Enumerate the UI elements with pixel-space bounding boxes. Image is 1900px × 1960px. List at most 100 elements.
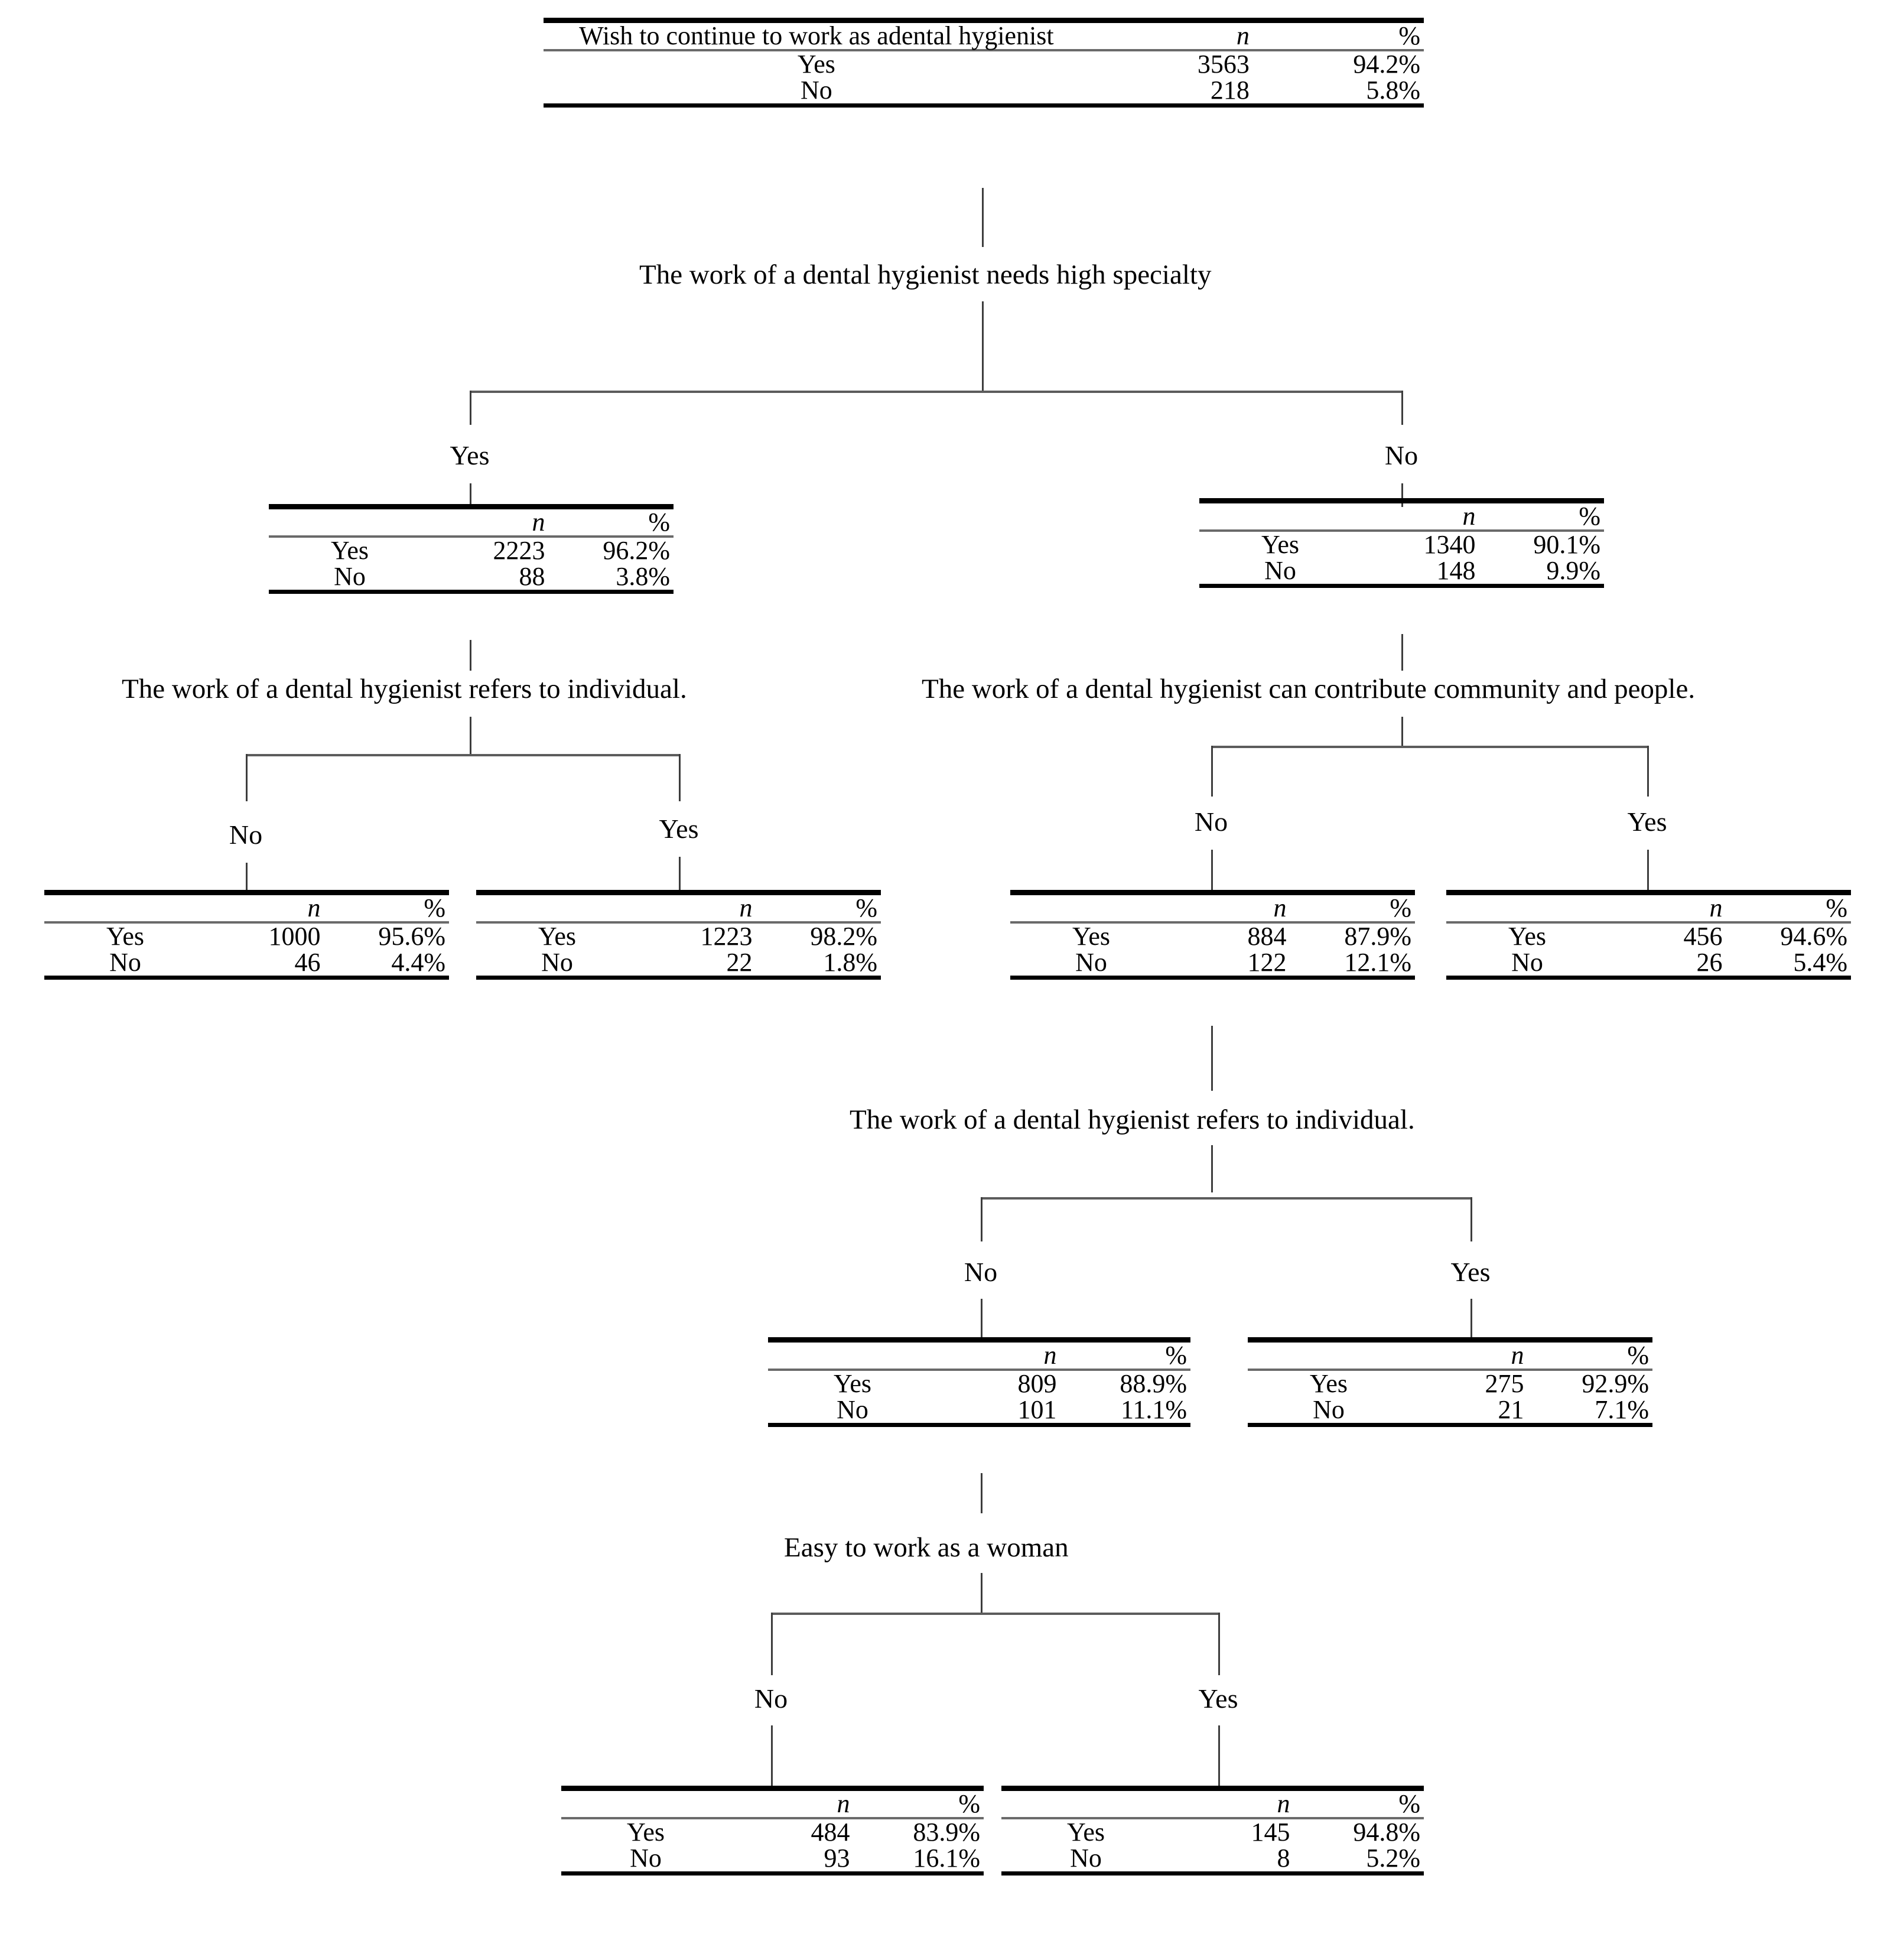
rule <box>561 1871 984 1876</box>
branch-label-l3-yes: Yes <box>1450 1257 1491 1287</box>
row-n: 26 <box>1696 948 1723 977</box>
row-pct: 5.4% <box>1793 948 1847 977</box>
row-label: Yes <box>1309 1369 1348 1398</box>
connector-root-to-split1 <box>982 188 984 247</box>
row-pct: 92.9% <box>1582 1369 1649 1398</box>
row-n: 101 <box>1017 1395 1057 1424</box>
row-label: Yes <box>833 1369 872 1398</box>
node-table-header: n % <box>1010 895 1415 921</box>
row-label: Yes <box>1508 922 1547 951</box>
row-label: No <box>109 948 141 977</box>
node-l1-yes: n % Yes 2223 96.2% No 88 3.8% <box>269 504 674 594</box>
rule <box>1248 1337 1652 1343</box>
table-row: No 101 11.1% <box>768 1397 1190 1423</box>
row-n: 484 <box>811 1818 850 1847</box>
row-n: 275 <box>1485 1369 1524 1398</box>
connector-l3-yes-stem <box>1470 1299 1472 1340</box>
connector-split3-bar <box>981 1197 1472 1200</box>
table-header-row: n % <box>476 895 881 921</box>
split-question-2-right: The work of a dental hygienist can contr… <box>922 674 1696 704</box>
connector-split3-right-drop <box>1470 1197 1472 1241</box>
table-row: Yes 1340 90.1% <box>1199 532 1604 558</box>
rule <box>1010 976 1415 980</box>
table-row: No 148 9.9% <box>1199 558 1604 584</box>
connector-split4-right-drop <box>1218 1613 1220 1675</box>
col-header-n: n <box>532 508 545 537</box>
node-l3-no: n % Yes 809 88.9% No 101 11.1% <box>768 1337 1190 1427</box>
row-pct: 3.8% <box>616 562 670 591</box>
root-table: Wish to continue to work as adental hygi… <box>544 23 1424 49</box>
col-header-pct: % <box>424 893 445 922</box>
col-header-pct: % <box>1398 21 1420 50</box>
row-n: 1000 <box>268 922 321 951</box>
row-n: 218 <box>1210 76 1250 105</box>
col-header-n: n <box>1236 21 1250 50</box>
rule <box>1001 1871 1424 1876</box>
rule <box>1199 529 1604 532</box>
row-n: 3563 <box>1197 50 1250 79</box>
row-pct: 1.8% <box>823 948 877 977</box>
row-label: No <box>1264 556 1296 585</box>
root-node: Wish to continue to work as adental hygi… <box>544 18 1424 108</box>
row-label: Yes <box>1066 1818 1105 1847</box>
connector-split4-stem <box>981 1573 982 1614</box>
node-table-header: n % <box>1199 503 1604 529</box>
row-label: Yes <box>1072 922 1111 951</box>
col-header-n: n <box>1709 893 1723 922</box>
row-n: 1223 <box>700 922 753 951</box>
node-table-header: n % <box>1001 1791 1424 1817</box>
row-pct: 98.2% <box>810 922 877 951</box>
node-table-header: n % <box>561 1791 984 1817</box>
connector-l3-no-stem <box>981 1299 982 1340</box>
table-header-row: n % <box>1199 503 1604 529</box>
row-pct: 16.1% <box>913 1844 980 1873</box>
connector-split2left-stem <box>470 717 471 755</box>
col-header-pct: % <box>1627 1341 1649 1370</box>
row-n: 46 <box>294 948 321 977</box>
col-header-n: n <box>837 1789 850 1818</box>
node-table-body: Yes 456 94.6% No 26 5.4% <box>1446 924 1851 976</box>
node-table-header: n % <box>768 1343 1190 1369</box>
table-row: No 22 1.8% <box>476 950 881 976</box>
row-n: 2223 <box>493 536 545 565</box>
row-n: 145 <box>1251 1818 1290 1847</box>
table-row: No 46 4.4% <box>44 950 449 976</box>
rule <box>1446 976 1851 980</box>
split-question-3: The work of a dental hygienist refers to… <box>850 1104 1415 1135</box>
node-l4-no: n % Yes 484 83.9% No 93 16.1% <box>561 1786 984 1876</box>
table-row: No 88 3.8% <box>269 564 674 590</box>
connector-split2right-bar <box>1211 746 1648 748</box>
node-l1-no: n % Yes 1340 90.1% No 148 9.9% <box>1199 498 1604 588</box>
table-header-row: Wish to continue to work as adental hygi… <box>544 23 1424 49</box>
row-pct: 87.9% <box>1344 922 1411 951</box>
node-table-body: Yes 884 87.9% No 122 12.1% <box>1010 924 1415 976</box>
rule <box>476 976 881 980</box>
node-table-header: n % <box>44 895 449 921</box>
rule <box>1199 584 1604 588</box>
row-label: No <box>1511 948 1543 977</box>
node-l2a-no: n % Yes 1000 95.6% No 46 4.4% <box>44 890 449 980</box>
row-label: No <box>1070 1844 1102 1873</box>
table-row: No 26 5.4% <box>1446 950 1851 976</box>
branch-label-l1-yes: Yes <box>450 440 490 470</box>
node-table-header: n % <box>1446 895 1851 921</box>
rule <box>1248 1423 1652 1427</box>
rule <box>768 1369 1190 1371</box>
row-n: 22 <box>726 948 753 977</box>
table-row: Yes 1223 98.2% <box>476 924 881 950</box>
node-table-body: Yes 2223 96.2% No 88 3.8% <box>269 538 674 590</box>
row-n: 93 <box>824 1844 850 1873</box>
node-table-body: Yes 484 83.9% No 93 16.1% <box>561 1819 984 1871</box>
connector-l1-no-stem <box>1401 483 1403 507</box>
table-header-row: n % <box>561 1791 984 1817</box>
row-label: No <box>541 948 573 977</box>
node-l2b-no: n % Yes 884 87.9% No 122 12.1% <box>1010 890 1415 980</box>
rule <box>544 49 1424 51</box>
col-header-pct: % <box>1165 1341 1187 1370</box>
connector-l4-no-stem <box>771 1725 773 1790</box>
connector-split2left-bar <box>246 754 681 756</box>
row-n: 456 <box>1683 922 1723 951</box>
col-header-pct: % <box>1398 1789 1420 1818</box>
rule <box>1001 1786 1424 1791</box>
